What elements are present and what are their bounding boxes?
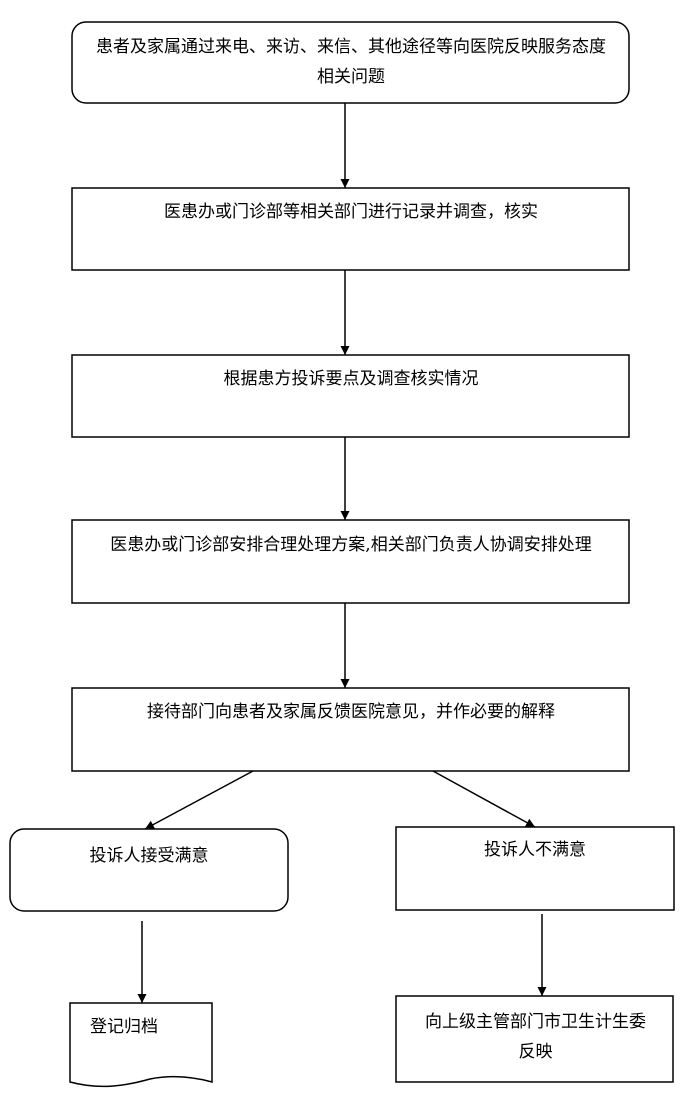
node-not-satisfied-label: 投诉人不满意	[484, 840, 586, 860]
edge-n5-n6	[144, 770, 254, 830]
node-register-archive	[69, 1002, 213, 1088]
node-register-archive-label: 登记归档	[90, 1017, 158, 1037]
edge-n5-n7	[432, 770, 536, 828]
node-report-issue	[71, 21, 630, 104]
node-accept-satisfied-label: 投诉人接受满意	[89, 846, 209, 866]
node-arrange-solution	[71, 519, 630, 604]
node-arrange-solution-label: 医患办或门诊部安排合理处理方案,相关部门负责人协调安排处理	[110, 535, 592, 555]
node-feedback-label: 接待部门向患者及家属反馈医院意见，并作必要的解释	[147, 702, 555, 722]
node-analyze-complaint	[71, 354, 630, 438]
node-report-upper	[395, 995, 674, 1083]
node-record-investigate	[71, 187, 630, 271]
node-accept-satisfied	[9, 828, 289, 912]
node-report-issue-label: 患者及家属通过来电、来访、来信、其他途径等向医院反映服务态度相关问题	[96, 37, 606, 87]
node-feedback	[71, 687, 630, 772]
node-analyze-complaint-label: 根据患方投诉要点及调查核实情况	[223, 369, 479, 389]
node-report-upper-label: 向上级主管部门市卫生计生委反映	[425, 1012, 646, 1062]
node-not-satisfied	[395, 826, 675, 911]
node-record-investigate-label: 医患办或门诊部等相关部门进行记录并调查，核实	[164, 202, 538, 222]
